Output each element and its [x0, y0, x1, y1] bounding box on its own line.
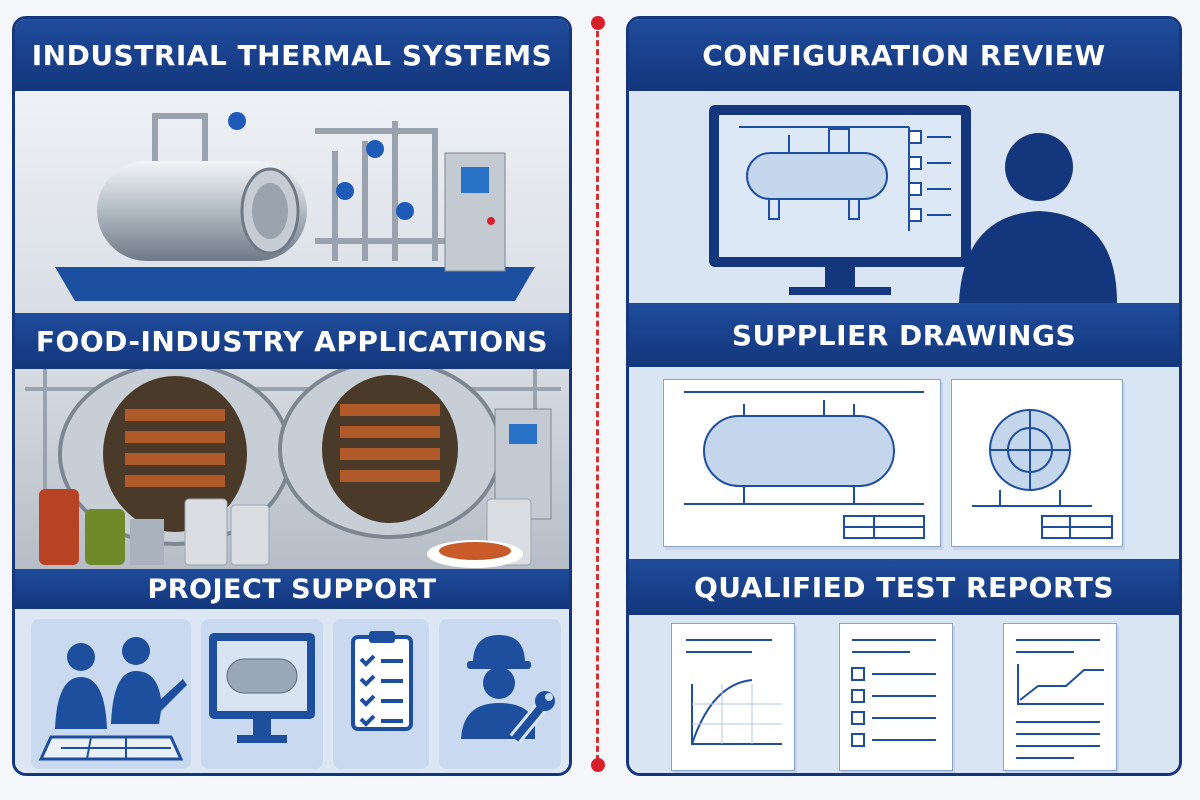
section-header-reports: QUALIFIED TEST REPORTS: [629, 559, 1179, 615]
dashed-divider: [596, 22, 599, 770]
trend-report-doc: [1003, 623, 1117, 771]
monitor-tile: [201, 619, 323, 769]
team-planning-tile: [31, 619, 191, 769]
monitor-vessel-icon: [209, 633, 315, 743]
section-title: SUPPLIER DRAWINGS: [731, 318, 1077, 352]
right-panel: CONFIGURATION REVIEW SUPPLIER DRAWINGS: [626, 16, 1182, 776]
thermal-system-image: [15, 91, 569, 313]
section-title: PROJECT SUPPORT: [147, 573, 437, 605]
checklist-report-icon: [851, 639, 936, 747]
configuration-review-image: [629, 91, 1179, 303]
engineer-wrench-icon: [461, 635, 555, 744]
trend-report-icon: [1016, 639, 1104, 759]
section-title: INDUSTRIAL THERMAL SYSTEMS: [31, 38, 553, 72]
checklist-icon: [351, 631, 413, 731]
engineer-tile: [439, 619, 561, 769]
section-header-support: PROJECT SUPPORT: [15, 569, 569, 609]
section-header-drawings: SUPPLIER DRAWINGS: [629, 303, 1179, 367]
section-title: CONFIGURATION REVIEW: [702, 38, 1106, 72]
food-autoclave-image: [15, 359, 569, 569]
chart-report-icon: [686, 639, 782, 745]
divider-dot-top: [591, 16, 605, 30]
section-title: FOOD-INDUSTRY APPLICATIONS: [35, 324, 549, 358]
section-header-thermal: INDUSTRIAL THERMAL SYSTEMS: [15, 19, 569, 91]
section-title: QUALIFIED TEST REPORTS: [693, 570, 1115, 604]
drawing-sheet-end: [951, 379, 1123, 547]
left-panel: INDUSTRIAL THERMAL SYSTEMS FOOD: [12, 16, 572, 776]
divider-dot-bottom: [591, 758, 605, 772]
section-header-food: FOOD-INDUSTRY APPLICATIONS: [15, 313, 569, 369]
checklist-report-doc: [839, 623, 953, 771]
section-header-config: CONFIGURATION REVIEW: [629, 19, 1179, 91]
drawing-sheet-side: [663, 379, 941, 547]
checklist-tile: [333, 619, 429, 769]
chart-report-doc: [671, 623, 795, 771]
team-planning-icon: [38, 637, 187, 761]
